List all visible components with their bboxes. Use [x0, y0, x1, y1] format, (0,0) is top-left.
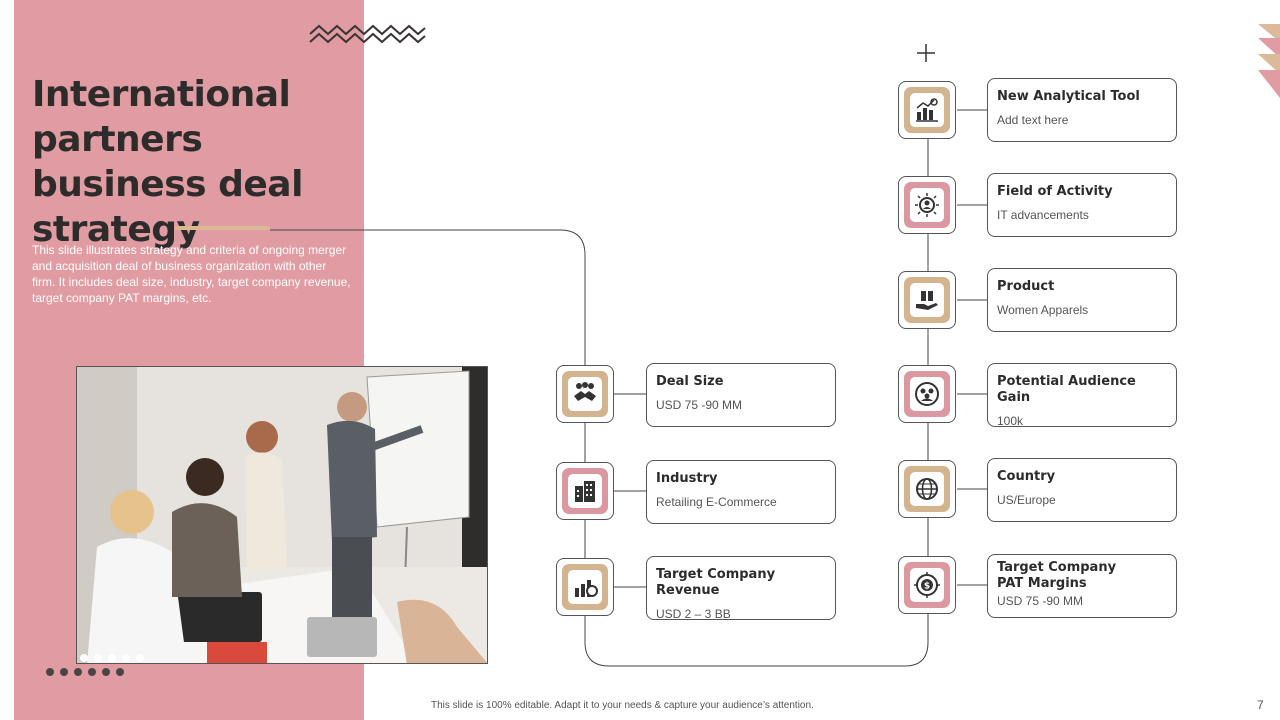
card-value: IT advancements: [997, 208, 1089, 222]
idea-person-icon: [915, 193, 939, 217]
building-icon: [575, 481, 595, 502]
card-value: US/Europe: [997, 493, 1056, 507]
field-of-activity-icon-box: [898, 176, 956, 234]
card-title: Field of Activity: [997, 184, 1113, 199]
white-dots-decoration: [80, 654, 144, 662]
plus-decoration: [917, 44, 935, 62]
card-value: Add text here: [997, 113, 1069, 127]
card-value: USD 2 – 3 BB: [656, 607, 731, 621]
revenue-chart-icon: [575, 580, 598, 597]
card-title: Industry: [656, 471, 718, 486]
card-title: Country: [997, 469, 1056, 484]
revenue-icon-box: [556, 558, 614, 616]
footer-note: This slide is 100% editable. Adapt it to…: [431, 700, 814, 711]
svg-text:$: $: [924, 582, 930, 592]
card-title: Deal Size: [656, 374, 724, 389]
deal-size-card: Deal Size USD 75 -90 MM: [646, 363, 836, 427]
card-title: Target Company PAT Margins: [997, 560, 1117, 591]
industry-card: Industry Retailing E-Commerce: [646, 460, 836, 524]
globe-icon: [916, 478, 938, 500]
product-icon-box: [898, 271, 956, 329]
dollar-target-icon: $: [914, 572, 940, 598]
page-number: 7: [1257, 698, 1264, 712]
field-of-activity-card: Field of Activity IT advancements: [987, 173, 1177, 237]
potential-audience-gain-card: Potential Audience Gain 100k: [987, 363, 1177, 428]
card-value: USD 75 -90 MM: [997, 594, 1084, 608]
meeting-photo: [76, 366, 488, 664]
gift-hand-icon: [916, 291, 938, 310]
card-title: Product: [997, 279, 1055, 294]
audience-icon-box: [898, 365, 956, 423]
card-value: Women Apparels: [997, 303, 1089, 317]
country-card: Country US/Europe: [987, 458, 1177, 522]
card-title: Potential Audience Gain: [997, 374, 1136, 405]
new-analytical-tool-card: New Analytical Tool Add text here: [987, 78, 1177, 142]
title-underline: [175, 226, 270, 230]
card-title: Target Company Revenue: [656, 567, 776, 598]
card-value: Retailing E-Commerce: [656, 495, 777, 509]
slide-title: International partners business deal str…: [32, 74, 303, 250]
card-value: 100k: [997, 414, 1024, 428]
audience-icon: [915, 382, 939, 406]
pat-margins-icon-box: $: [898, 556, 956, 614]
dark-dots-decoration: [46, 668, 124, 676]
country-icon-box: [898, 460, 956, 518]
analytical-tool-icon-box: [898, 81, 956, 139]
product-card: Product Women Apparels: [987, 268, 1177, 332]
target-company-revenue-card: Target Company Revenue USD 2 – 3 BB: [646, 556, 836, 621]
industry-icon-box: [556, 462, 614, 520]
handshake-icon: [574, 382, 596, 401]
corner-triangles-decoration: [1258, 24, 1280, 98]
deal-size-icon-box: [556, 365, 614, 423]
zigzag-decoration: [309, 24, 426, 44]
slide-description: This slide illustrates strategy and crit…: [32, 243, 351, 305]
target-company-pat-margins-card: Target Company PAT Margins USD 75 -90 MM: [987, 554, 1177, 618]
card-title: New Analytical Tool: [997, 89, 1140, 104]
analytics-icon: [916, 98, 938, 122]
card-value: USD 75 -90 MM: [656, 398, 743, 412]
